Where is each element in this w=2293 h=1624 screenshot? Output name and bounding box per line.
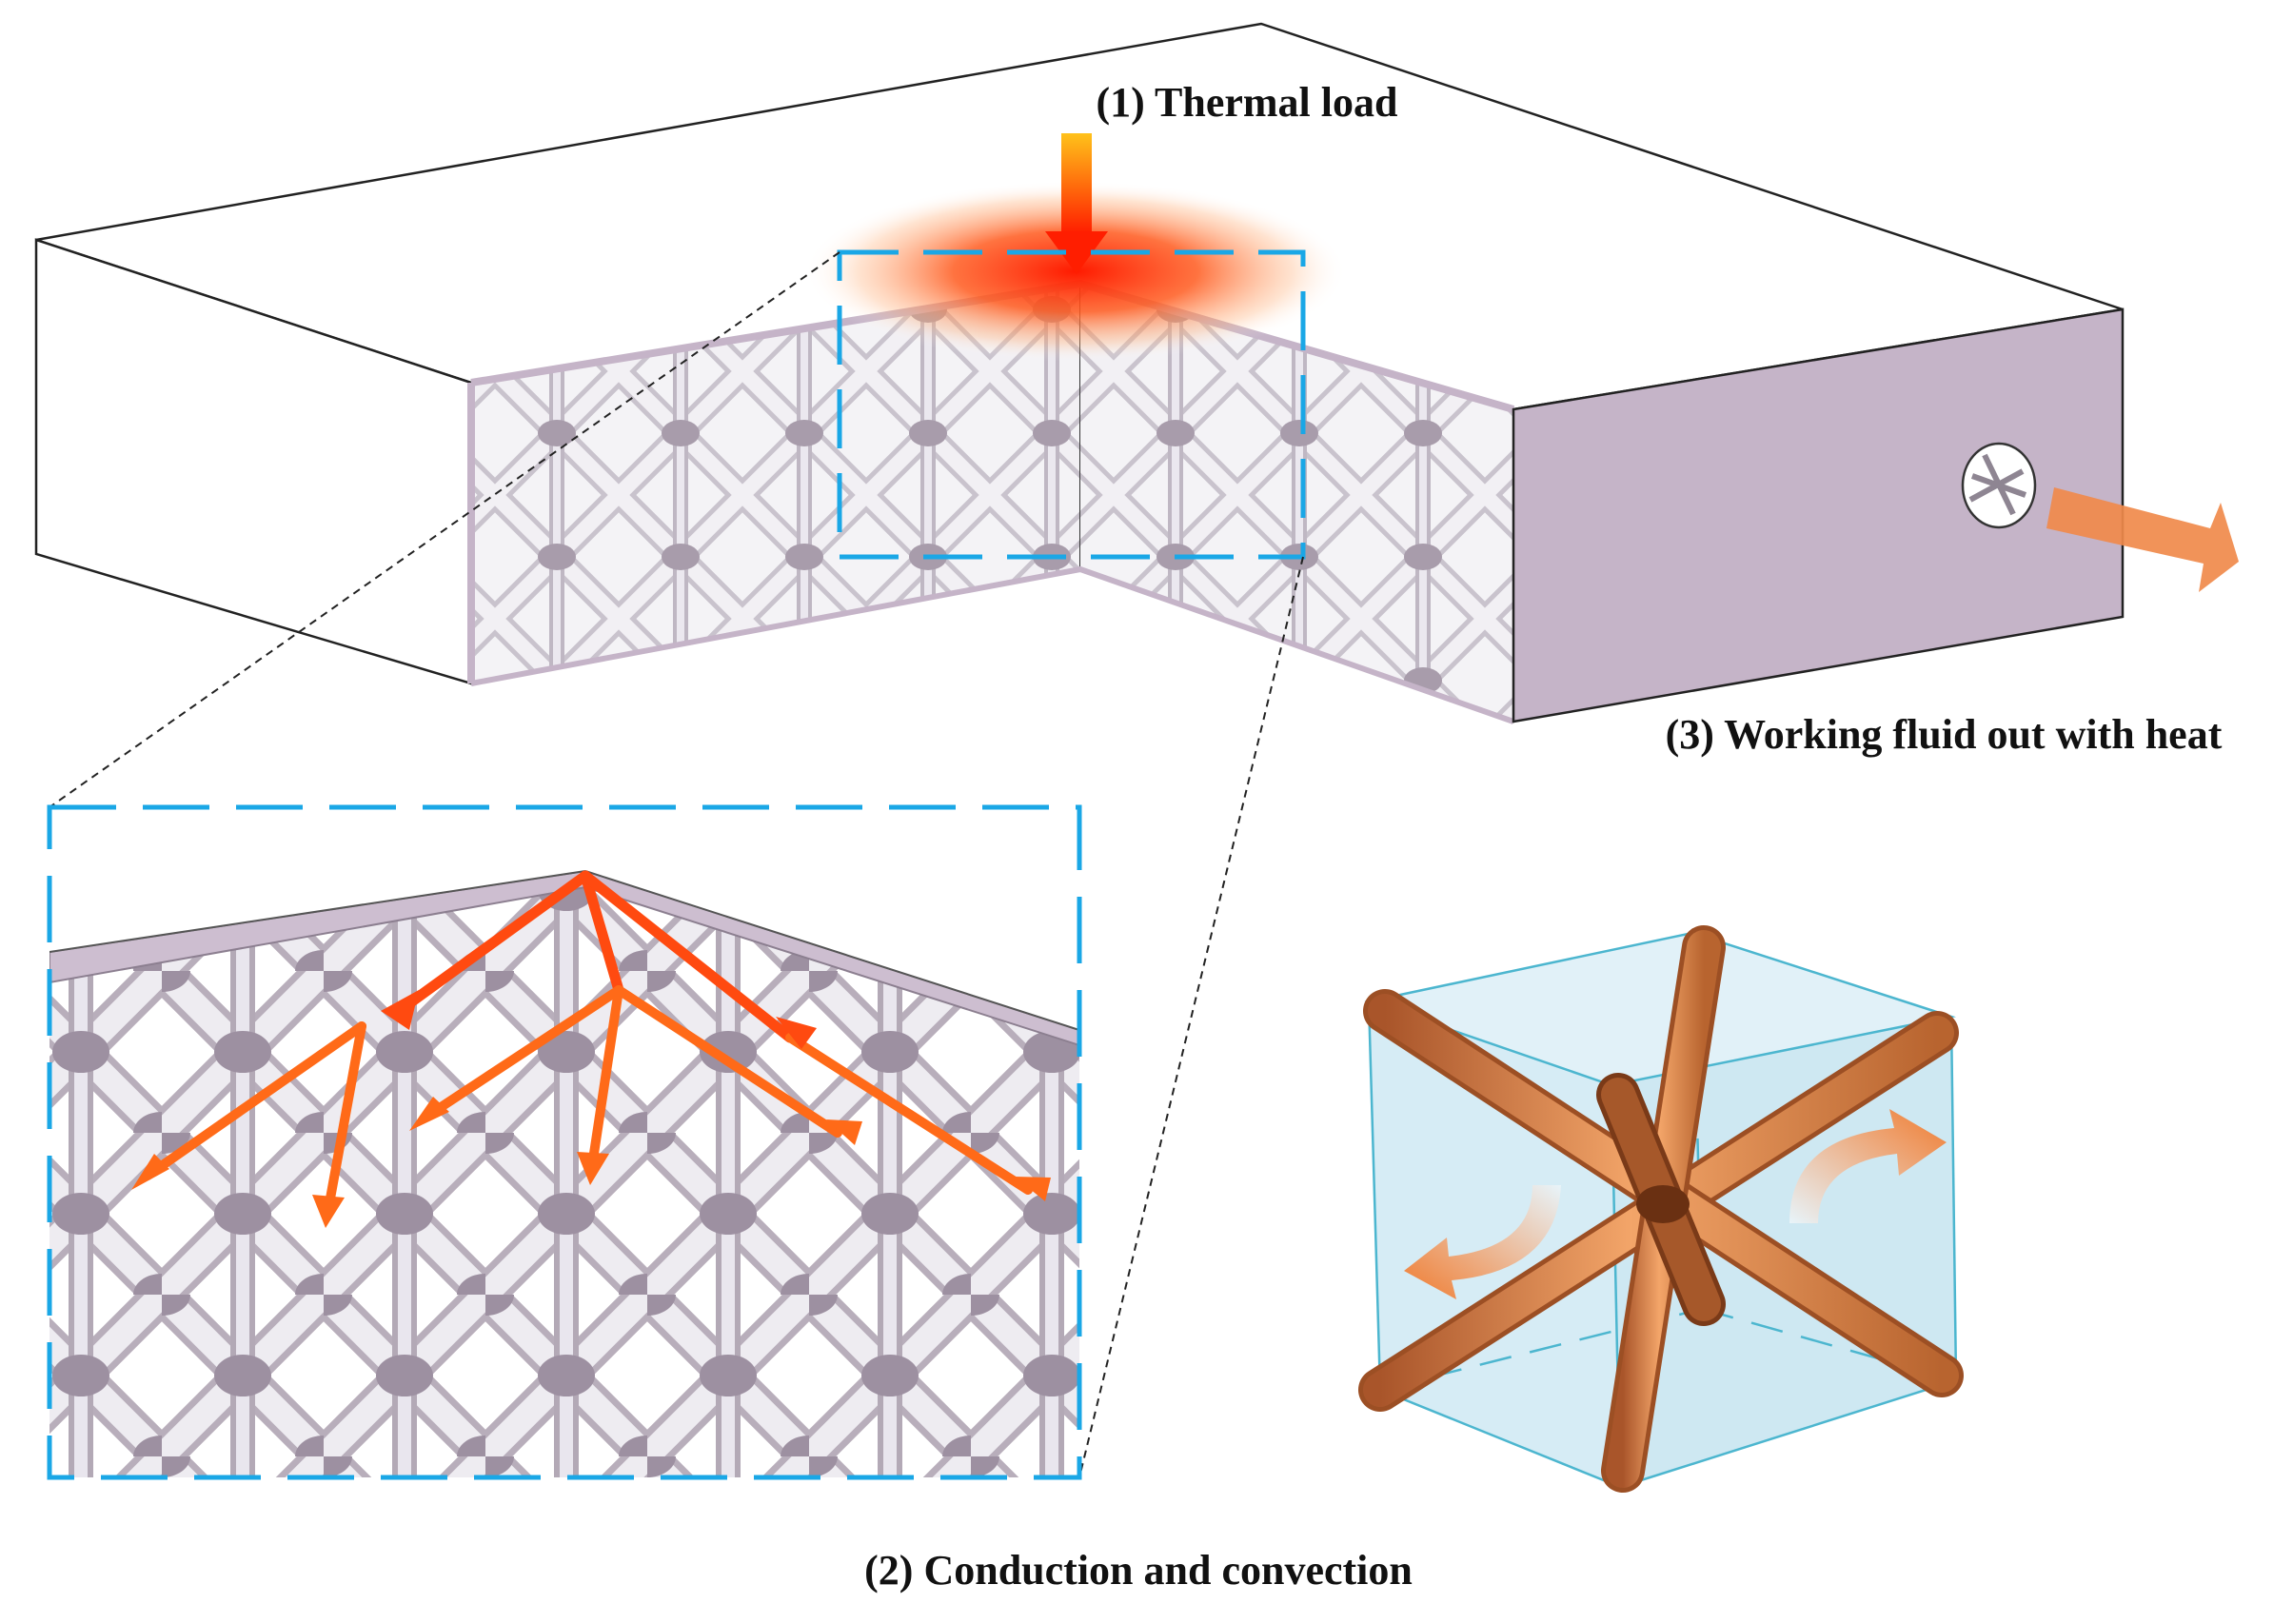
conduction-arrows-icon bbox=[131, 870, 1051, 1228]
zoom-leader-line-left bbox=[49, 251, 840, 808]
unit-cell bbox=[1358, 925, 1964, 1493]
zoom-inset-border bbox=[47, 804, 1082, 1480]
zoom-leader-line-right bbox=[1078, 556, 1304, 1478]
highlight-region-box bbox=[837, 249, 1306, 560]
heat-flux-arrow-icon bbox=[1045, 133, 1108, 274]
heat-sink-block bbox=[34, 22, 2125, 724]
rotation-arrows-icon bbox=[1404, 1109, 1947, 1299]
label-conduction-convection: (2) Conduction and convection bbox=[864, 1547, 1413, 1594]
block-outlet-face bbox=[1512, 307, 2125, 723]
label-thermal-load: (1) Thermal load bbox=[1097, 79, 1398, 126]
label-working-fluid: (3) Working fluid out with heat bbox=[1666, 711, 2223, 758]
outlet-flow-arrow-icon bbox=[2046, 487, 2239, 592]
zoom-inset bbox=[47, 804, 1082, 1480]
